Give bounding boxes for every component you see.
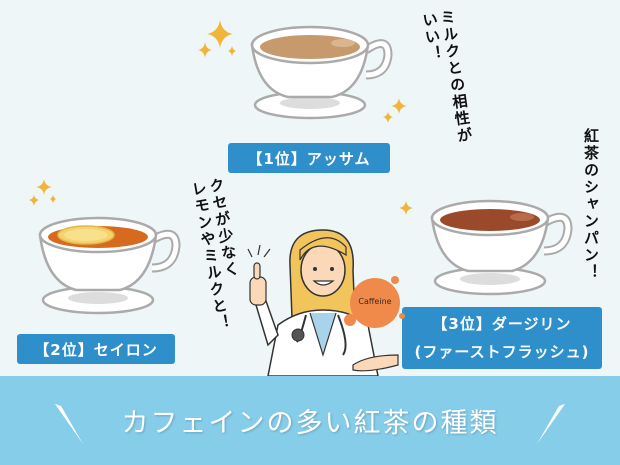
rank-3-label: 【3位】ダージリン (ファーストフラッシュ): [402, 307, 602, 369]
doctor-illustration: [247, 229, 399, 377]
sparkle-icon: [29, 179, 56, 206]
rank-2-label: 【2位】セイロン: [17, 334, 175, 364]
banner-title: カフェインの多い紅茶の種類: [121, 408, 499, 439]
sparkle-icon: [198, 20, 236, 58]
caffeine-ball-label: Caffeine: [358, 297, 392, 306]
accent-slash-left-icon: [55, 404, 83, 444]
comment-line: ミルクとの相性が: [437, 8, 475, 146]
teacup-darjeeling-image: [430, 199, 573, 296]
teacup-ceylon-image: [38, 216, 181, 315]
title-banner: カフェインの多い紅茶の種類: [0, 376, 620, 465]
caffeine-ball-icon: [344, 276, 405, 328]
rank-3-comment: 紅茶のシャンパン！: [582, 128, 600, 298]
rank-3-label-line2: (ファーストフラッシュ): [414, 343, 590, 361]
rank-1-label: 【1位】アッサム: [228, 143, 390, 173]
teacup-assam-image: [250, 25, 393, 120]
sparkle-icon: [399, 201, 413, 215]
comment-line: 紅茶のシャンパン！: [582, 128, 600, 281]
accent-slash-right-icon: [537, 404, 565, 444]
rank-3-label-line1: 【3位】ダージリン: [432, 315, 572, 333]
sparkle-icon: [383, 98, 407, 123]
rank-1-comment: ミルクとの相性が いい！: [420, 8, 477, 162]
